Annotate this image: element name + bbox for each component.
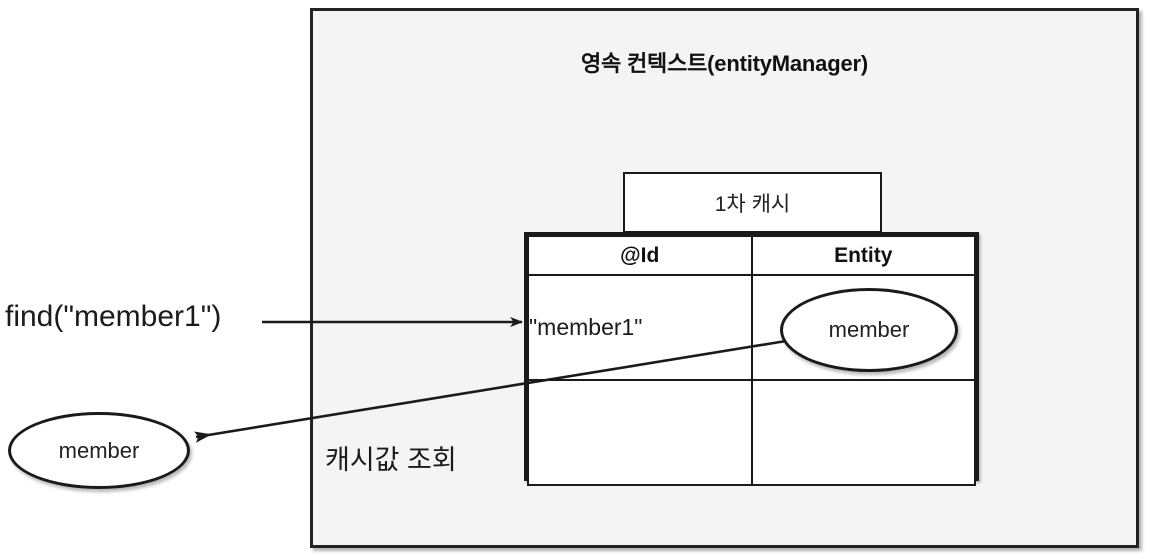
column-header-entity: Entity xyxy=(750,235,976,276)
cell-id-empty xyxy=(527,379,753,486)
first-level-cache-tab: 1차 캐시 xyxy=(623,172,882,233)
column-header-id: @Id xyxy=(527,235,753,276)
cell-entity-empty xyxy=(750,379,976,486)
table-row xyxy=(527,379,976,486)
persistence-context-title: 영속 컨텍스트(entityManager) xyxy=(581,51,868,76)
cell-id-value: "member1" xyxy=(527,274,753,381)
find-call-label: find("member1") xyxy=(5,300,222,333)
table-header-row: @Id Entity xyxy=(527,235,976,276)
returned-entity-ellipse: member xyxy=(8,412,190,489)
entity-instance-ellipse: member xyxy=(780,288,958,372)
cache-lookup-label: 캐시값 조회 xyxy=(325,445,457,475)
